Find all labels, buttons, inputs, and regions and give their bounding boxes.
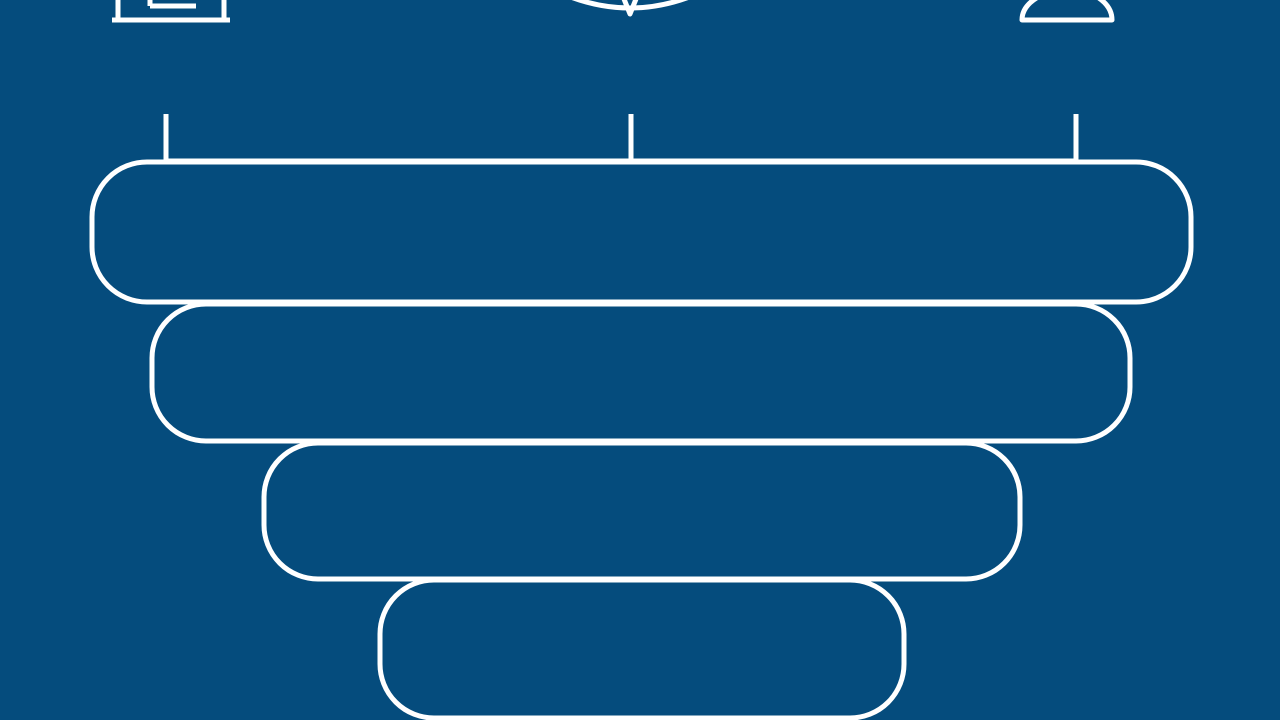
handshake-icon [571, 0, 689, 17]
funnel-level-4 [377, 577, 907, 720]
laptop-icon [112, 0, 230, 23]
user-icon [1019, 0, 1115, 23]
funnel-levels [89, 159, 1194, 720]
